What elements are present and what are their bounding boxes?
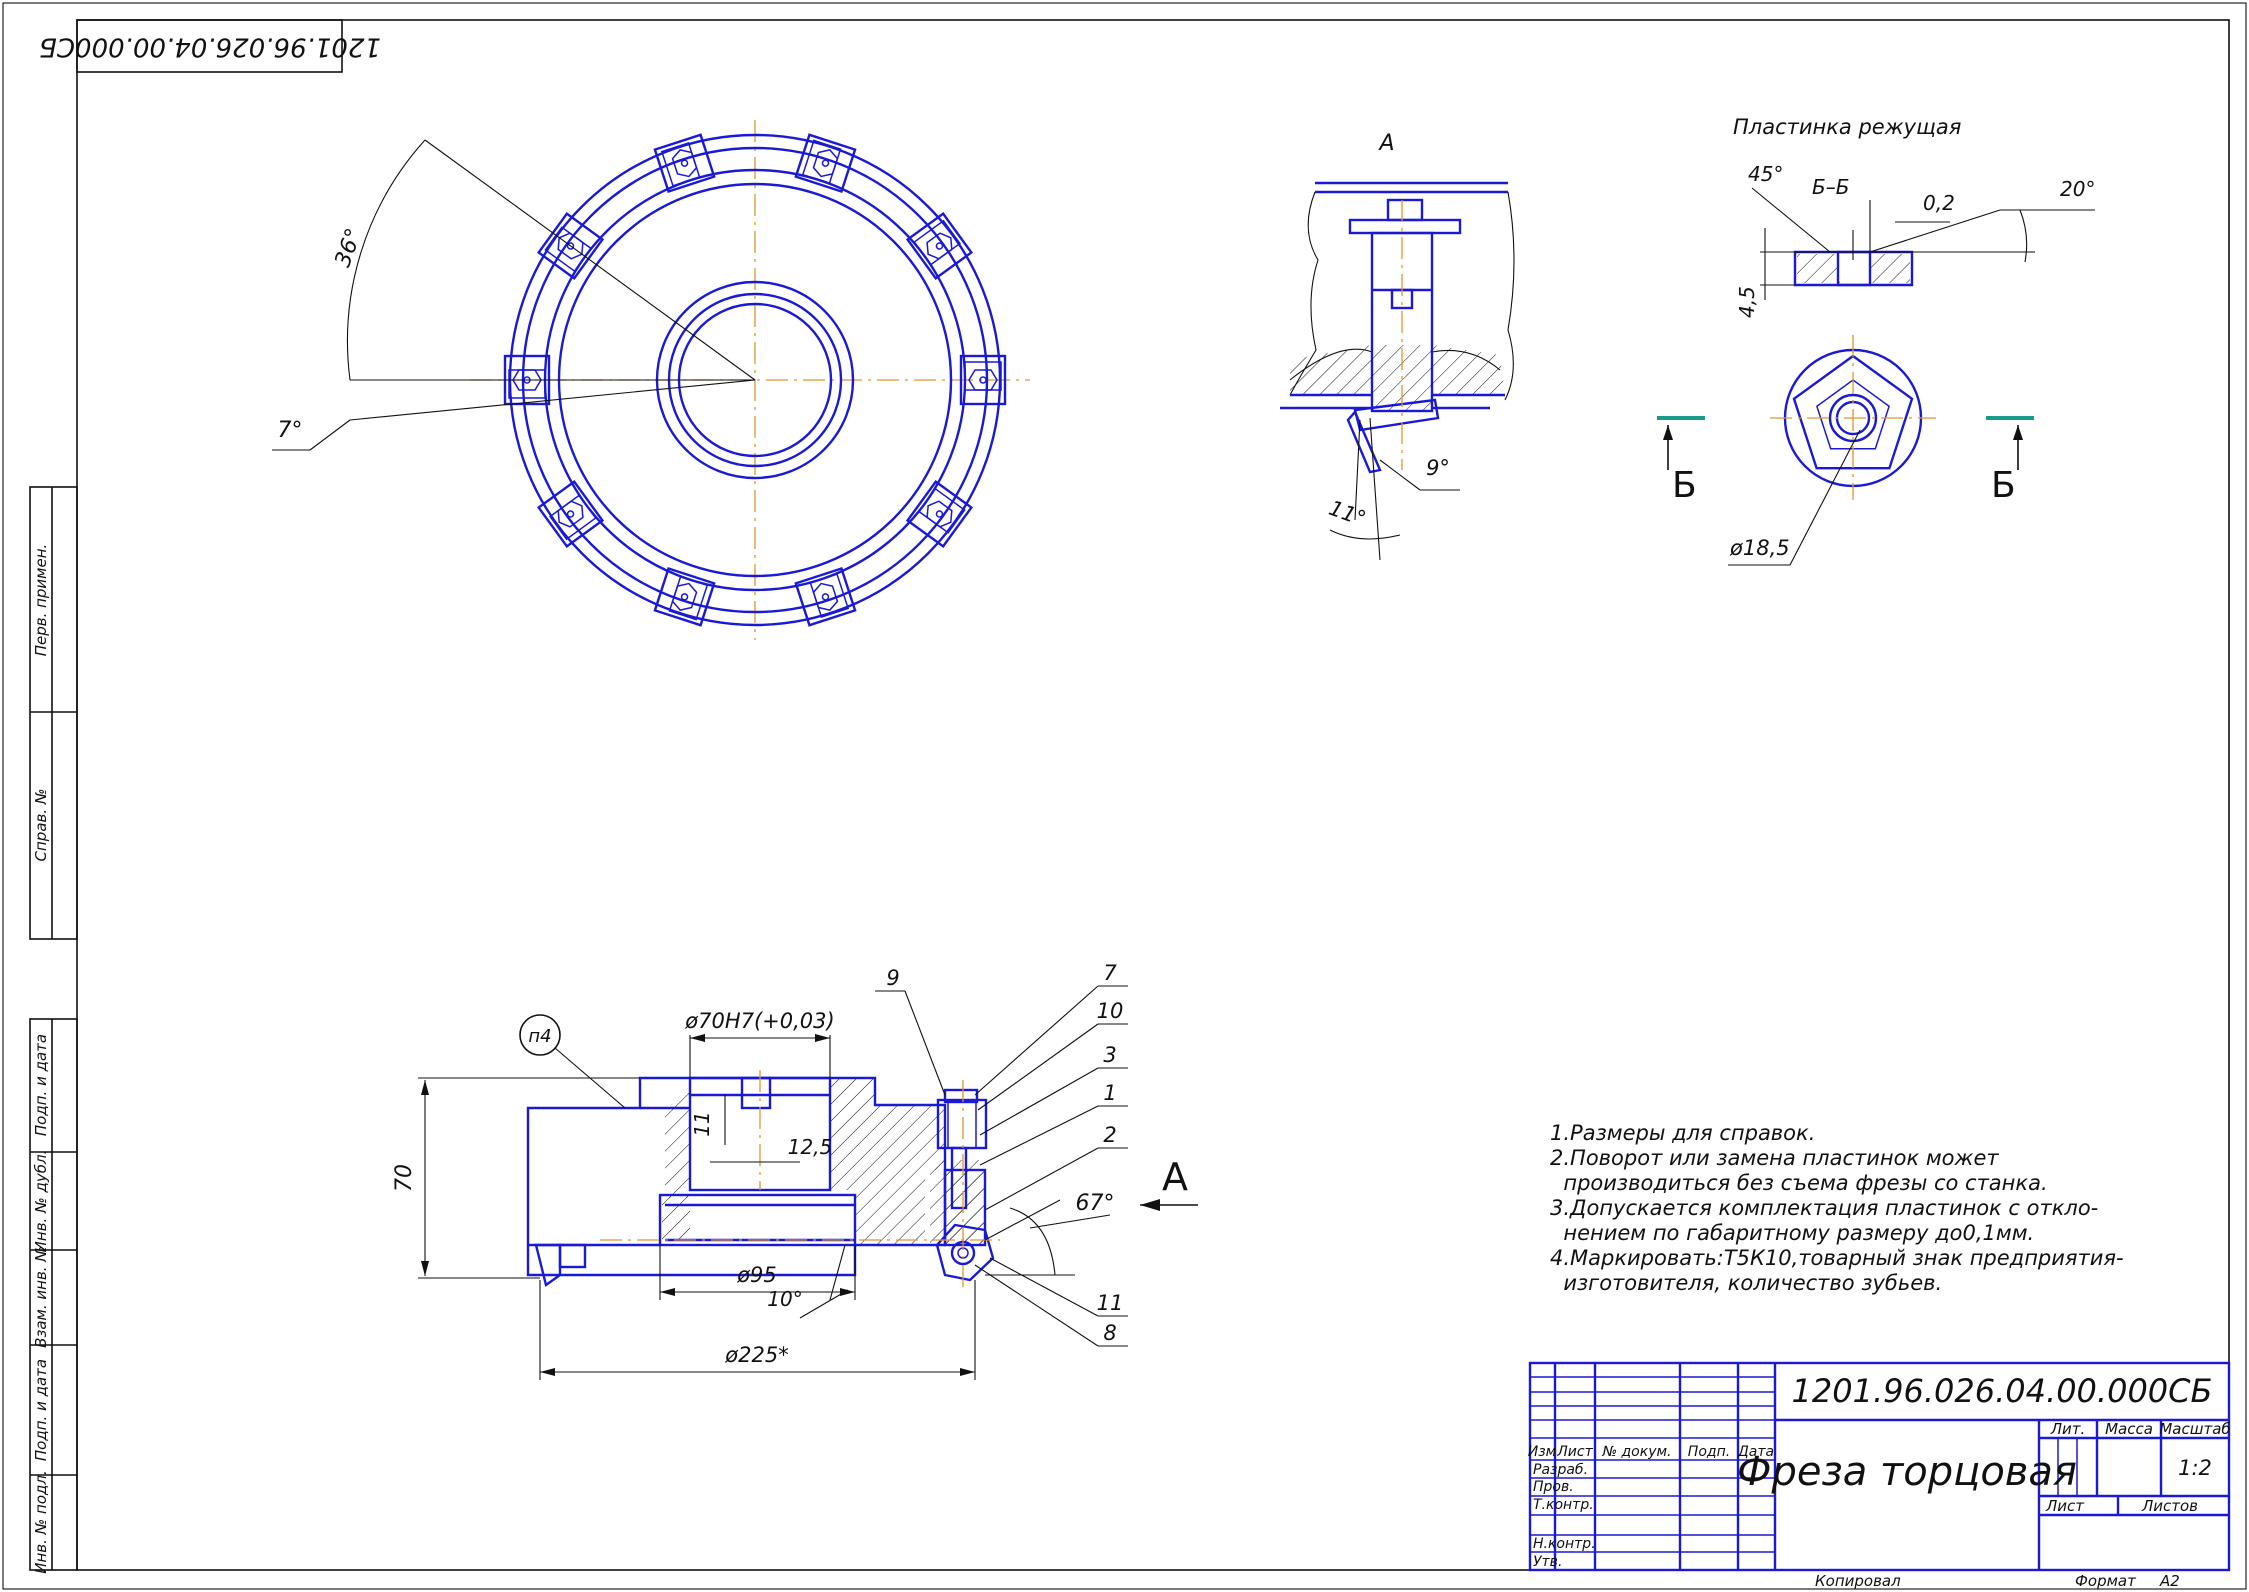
note-4b: изготовителя, количество зубьев. [1550,1271,1942,1295]
stamp-podp-data-1: Подп. и дата [32,1034,50,1136]
cutting-insert: Пластинка режущая 45° Б–Б 0,2 20° 4,5 ø1… [1657,115,2095,566]
part-number-label: 11 [1097,1291,1124,1315]
view-a: А 9° 11° [1280,131,1515,561]
part-number-label: 7 [1103,961,1117,985]
stamp-sprav-no: Справ. № [32,789,50,862]
view-a-title: А [1377,131,1394,156]
view-a-angle-9: 9° [1426,456,1450,480]
tb-col-izm: Изм [1528,1444,1557,1460]
tb-col-doc: № докум. [1601,1444,1671,1460]
tb-scale-value: 1:2 [2178,1456,2212,1480]
view-a-angle-11: 11° [1326,496,1369,531]
insert-tooth [794,133,857,194]
stamp-vzam-inv: Взам. инв. № [32,1246,50,1348]
note-3: 3.Допускается комплектация пластинок с о… [1550,1196,2098,1220]
tb-designation: 1201.96.026.04.00.000СБ [1792,1372,2213,1410]
part-number-label: 8 [1103,1321,1116,1345]
section-dim-70: 70 [392,1164,417,1192]
insert-tooth [653,133,716,194]
footer-copied: Копировал [1815,1572,1901,1590]
section-dim-225: ø225* [724,1343,788,1367]
tb-row-utv: Утв. [1533,1554,1562,1570]
note-2b: производиться без съема фрезы со станка. [1550,1171,2048,1195]
note-2: 2.Поворот или замена пластинок может [1550,1146,1999,1170]
tb-scale-label: Масштаб [2159,1420,2230,1438]
angle-7-label: 7° [278,418,303,443]
part-number-label: 9 [886,966,899,990]
part-number-label: 2 [1103,1123,1116,1147]
tb-title: Фреза торцовая [1737,1449,2077,1495]
tb-col-list: Лист [1556,1444,1593,1460]
cutter-top-view: 36° 7° [272,120,1030,640]
insert-angle-45: 45° [1748,162,1783,186]
insert-tooth [959,354,1007,406]
section-dim-125: 12,5 [788,1135,833,1159]
tb-col-sign: Подп. [1688,1444,1730,1460]
insert-title: Пластинка режущая [1733,115,1961,139]
tb-sheet: Лист [2045,1497,2085,1515]
section-mark-left: Б [1672,465,1697,506]
part-leaders: 9 7 10 3 1 2 11 8 [875,961,1128,1347]
section-view: 70 ø70H7(+0,03) 11 12,5 ø95 ø225* 10° 67… [392,961,1198,1380]
note-3b: нением по габаритному размеру до0,1мм. [1550,1221,2034,1245]
section-angle-10: 10° [767,1287,802,1311]
insert-diameter: ø18,5 [1729,536,1790,560]
note-1: 1.Размеры для справок. [1550,1121,1815,1145]
mirrored-designation-box: 1201.96.026.04.00.000СБ [39,19,381,73]
footer-format: Формат [2075,1572,2137,1590]
section-callout-p4: п4 [528,1026,551,1047]
tb-mass: Масса [2105,1420,2153,1438]
tb-lit: Лит. [2050,1420,2086,1438]
stamp-perv-primen: Перв. примен. [32,544,50,657]
mirrored-designation: 1201.96.026.04.00.000СБ [39,32,381,62]
tb-row-tkontr: Т.контр. [1533,1497,1594,1513]
tb-row-prov: Пров. [1533,1479,1574,1495]
insert-tooth [905,479,974,549]
footer-format-value: А2 [2159,1572,2180,1590]
insert-tooth [905,211,974,281]
angle-36-label: 36° [330,225,367,270]
section-dim-95: ø95 [736,1263,777,1287]
section-angle-67: 67° [1076,1191,1115,1216]
insert-tooth [536,479,605,549]
section-view-arrow-label: А [1162,1155,1188,1199]
part-number-label: 10 [1097,999,1124,1023]
stamp-podp-data-2: Подп. и дата [32,1359,50,1461]
part-number-label: 1 [1103,1081,1116,1105]
insert-dim-45: 4,5 [1735,286,1759,318]
side-stamps: Перв. примен. Справ. № Подп. и дата Инв.… [29,486,78,1574]
insert-tooth [794,566,857,627]
insert-tooth [653,566,716,627]
insert-angle-20: 20° [2060,177,2095,201]
tb-col-date: Дата [1737,1444,1774,1460]
technical-notes: 1.Размеры для справок. 2.Поворот или зам… [1550,1121,2124,1295]
section-dim-11: 11 [690,1111,714,1136]
section-dim-bore: ø70H7(+0,03) [684,1009,834,1033]
note-4: 4.Маркировать:Т5К10,товарный знак предпр… [1550,1246,2124,1270]
insert-section-bb: Б–Б [1812,175,1849,199]
part-number-label: 3 [1103,1043,1116,1067]
title-block: 1201.96.026.04.00.000СБ Фреза торцовая Л… [1528,1361,2231,1572]
stamp-inv-dubl: Инв. № дубл. [32,1150,50,1253]
insert-dim-02: 0,2 [1923,191,1955,215]
tb-row-nkontr: Н.контр. [1533,1536,1596,1552]
section-mark-right: Б [1991,465,2016,506]
tb-row-razrab: Разраб. [1533,1462,1588,1478]
tb-sheets: Листов [2141,1497,2198,1515]
stamp-inv-podl: Инв. № подл. [32,1470,50,1573]
